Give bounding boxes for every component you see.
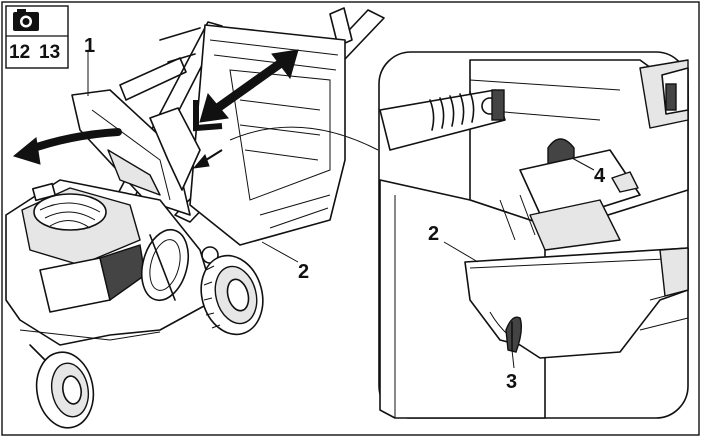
curved-open-arrow <box>12 128 122 165</box>
detail-spring <box>379 89 506 151</box>
figure-ref-12: 12 <box>9 42 30 63</box>
detail-catch <box>505 316 523 353</box>
reference-box: 12 13 <box>5 5 69 69</box>
callout-1: 1 <box>84 35 95 57</box>
callout-2-mower: 2 <box>298 261 309 283</box>
detail-view <box>378 51 689 419</box>
double-slide-arrow <box>193 49 299 132</box>
callout-2-detail: 2 <box>428 223 439 245</box>
figure-ref-13: 13 <box>39 42 60 63</box>
camera-icon <box>13 9 39 31</box>
mower-deck <box>5 179 219 346</box>
detail-lug <box>519 138 641 226</box>
grass-catcher <box>189 24 346 246</box>
callout-3: 3 <box>506 371 517 393</box>
mower-illustration <box>5 7 385 429</box>
catcher-flap <box>71 89 201 216</box>
callout-4: 4 <box>594 165 606 187</box>
small-pointer-arrow <box>192 149 223 169</box>
detail-leader-line <box>229 126 379 151</box>
mower-front-wheel <box>29 344 95 429</box>
mower-rear-wheel <box>200 254 264 336</box>
